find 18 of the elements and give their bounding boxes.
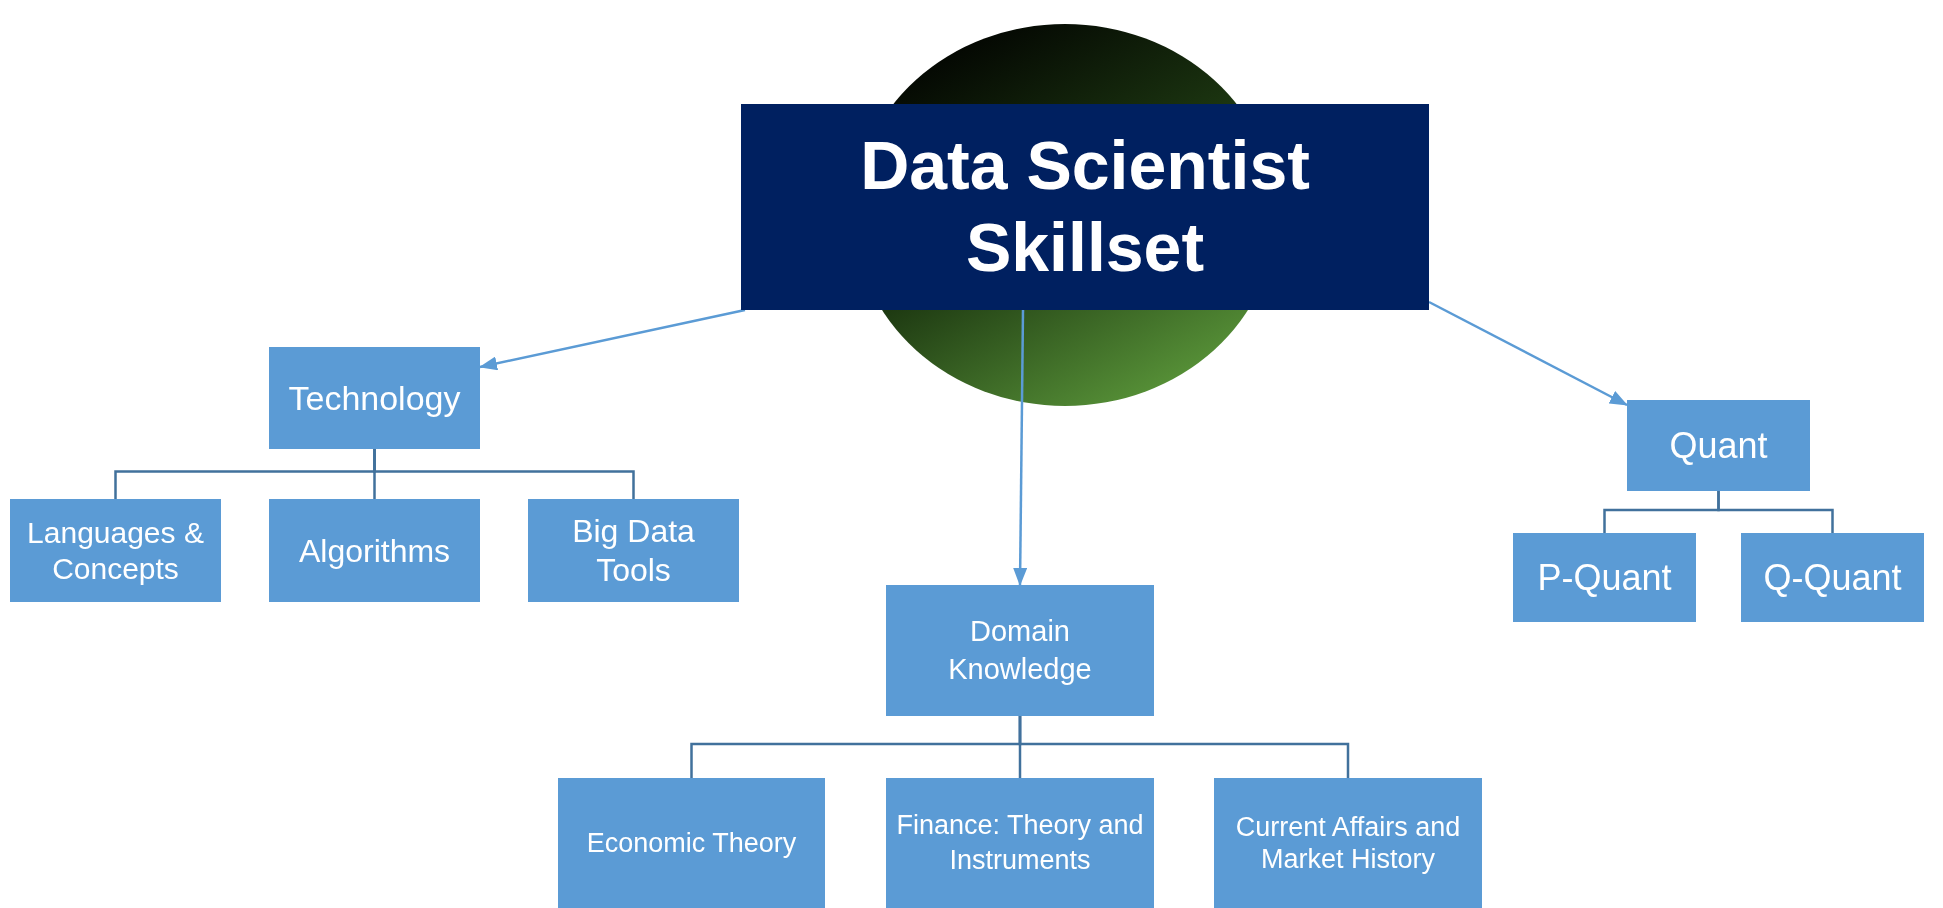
skill-box: Languages & Concepts [10,499,221,602]
title-box: Data Scientist Skillset [741,104,1429,310]
skill-box: P-Quant [1513,533,1696,622]
skill-box: Algorithms [269,499,480,602]
skill-box: Domain Knowledge [886,585,1154,716]
connector-line [373,449,635,499]
arrow [1428,300,1628,407]
skill-box: Finance: Theory and Instruments [886,778,1154,908]
arrow [1013,310,1028,586]
skill-box: Big Data Tools [528,499,739,602]
skill-box: Current Affairs and Market History [1214,778,1482,908]
skill-box: Economic Theory [558,778,825,908]
arrow [479,308,746,371]
connector-line [1018,716,1350,778]
skill-box: Q-Quant [1741,533,1924,622]
skill-box: Technology [269,347,480,449]
skill-box: Quant [1627,400,1810,491]
connector-line [1717,491,1834,533]
